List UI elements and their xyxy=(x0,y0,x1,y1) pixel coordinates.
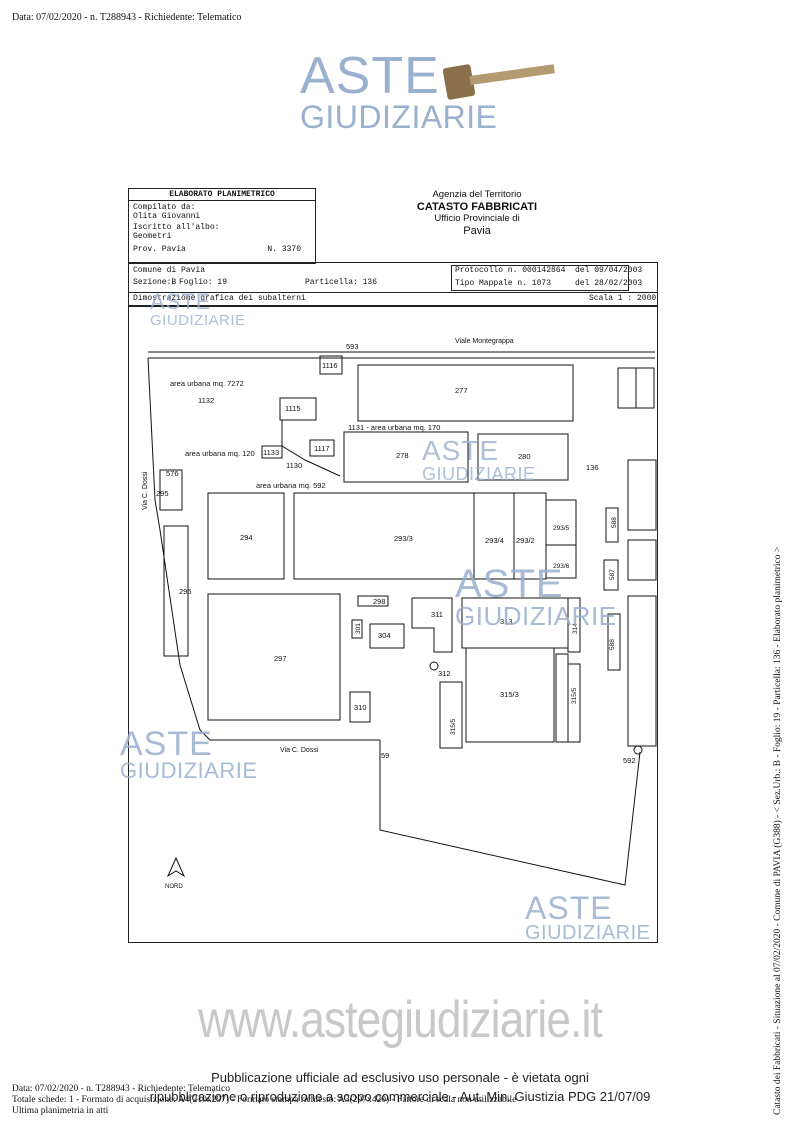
north-label: NORD xyxy=(165,884,183,890)
watermark-line2: GIUDIZIARIE xyxy=(150,311,246,329)
watermark-logo-4: ASTE GIUDIZIARIE xyxy=(455,562,617,631)
street-left: Via C. Dossi xyxy=(142,471,149,510)
watermark-line1: ASTE xyxy=(120,725,213,763)
notice-line2: ripubblicazione o riproduzione a scopo c… xyxy=(149,1089,651,1104)
label-294: 294 xyxy=(240,533,253,542)
label-592: 592 xyxy=(623,756,636,765)
label-587: 587 xyxy=(609,569,616,580)
label-278: 278 xyxy=(396,451,409,460)
scala: Scala 1 : 2000 xyxy=(589,294,657,303)
watermark-line2: GIUDIZIARIE xyxy=(422,463,536,484)
protocollo-date: del 09/04/2003 xyxy=(575,266,643,275)
watermark-line1: ASTE xyxy=(300,47,440,105)
particella: Particella: 136 xyxy=(305,278,378,287)
watermark-line2: GIUDIZIARIE xyxy=(525,922,651,945)
compiled-name: Olita Giovanni xyxy=(133,212,201,221)
register-number: N. 3370 xyxy=(267,245,301,254)
watermark-line1: ASTE xyxy=(525,890,613,926)
compiled-label: Compilato da: xyxy=(133,203,196,212)
register-value: Geometri xyxy=(133,232,172,241)
street-top: Viale Montegrappa xyxy=(455,338,514,345)
tipo-date: del 28/02/2003 xyxy=(575,279,643,288)
catasto: CATASTO FABBRICATI xyxy=(416,201,538,213)
watermark-logo-5: ASTE GIUDIZIARIE xyxy=(120,725,258,784)
watermark-line2: GIUDIZIARIE xyxy=(300,99,498,136)
watermark-logo-6: ASTE GIUDIZIARIE xyxy=(525,890,651,945)
tipo-mappale: Tipo Mappale n. 1073 xyxy=(455,279,552,288)
bottom-line2: Totale schede: 1 - Formato di acquisizio… xyxy=(12,1095,517,1105)
label-136: 136 xyxy=(586,463,599,472)
compiler-box: ELABORATO PLANIMETRICO Compilato da: Oli… xyxy=(128,188,316,264)
label-576: 576 xyxy=(166,469,179,478)
label-59: 59 xyxy=(381,751,389,760)
label-293-6: 293/6 xyxy=(553,563,570,570)
label-293-4: 293/4 xyxy=(485,536,504,545)
label-588a: 588 xyxy=(611,517,618,528)
label-313: 313 xyxy=(500,617,513,626)
label-593: 593 xyxy=(346,342,359,351)
street-bottom: Via C. Dossi xyxy=(280,747,319,754)
area-7272: area urbana mq. 7272 xyxy=(170,379,244,388)
dimostrazione: Dimostrazione grafica dei subalterni xyxy=(133,294,306,303)
label-293-3: 293/3 xyxy=(394,534,413,543)
top-info-line: Data: 07/02/2020 - n. T288943 - Richiede… xyxy=(12,12,242,23)
prov: Prov. Pavia xyxy=(133,245,186,254)
label-1133: 1133 xyxy=(263,448,279,457)
label-277: 277 xyxy=(455,386,468,395)
sezione: Sezione:B xyxy=(133,278,177,287)
area-170: 1131 - area urbana mq. 170 xyxy=(348,423,440,432)
label-280: 280 xyxy=(518,452,531,461)
watermark-line2: GIUDIZIARIE xyxy=(120,758,258,784)
label-301: 301 xyxy=(355,623,362,634)
watermark-line1: ASTE xyxy=(422,435,500,466)
label-295: 295 xyxy=(156,489,169,498)
bottom-line3: Ultima planimetria in atti xyxy=(12,1106,109,1116)
site-url: www.astegiudiziarie.it xyxy=(198,991,603,1049)
label-314: 314 xyxy=(572,623,579,634)
bottom-line1: Data: 07/02/2020 - n. T288943 - Richiede… xyxy=(12,1084,230,1094)
agency-block: Agenzia del Territorio CATASTO FABBRICAT… xyxy=(392,189,562,237)
map-frame xyxy=(128,305,658,943)
protocollo: Protocollo n. 000142864 xyxy=(455,266,566,275)
label-298: 298 xyxy=(373,597,386,606)
label-315-5a: 315/5 xyxy=(571,687,578,704)
notice-line1: Pubblicazione ufficiale ad esclusivo uso… xyxy=(211,1070,589,1085)
label-1116: 1116 xyxy=(322,361,338,370)
label-304: 304 xyxy=(378,631,391,640)
agency: Agenzia del Territorio xyxy=(432,189,522,200)
side-caption: Catasto dei Fabbricati - Situazione al 0… xyxy=(773,546,783,1115)
area-592: area urbana mq. 592 xyxy=(256,481,326,490)
label-312: 312 xyxy=(438,669,451,678)
label-293-5: 293/5 xyxy=(553,525,570,532)
label-1132: 1132 xyxy=(198,396,214,405)
cadastral-box: Comune di Pavia Sezione:B Foglio: 19 Par… xyxy=(128,262,658,307)
foglio: Foglio: 19 xyxy=(179,278,228,287)
comune: Comune di Pavia xyxy=(133,266,206,275)
gavel-icon xyxy=(442,64,555,100)
label-311: 311 xyxy=(431,610,443,619)
label-588b: 588 xyxy=(609,639,616,650)
watermark-line2: GIUDIZIARIE xyxy=(455,601,617,631)
header-title: ELABORATO PLANIMETRICO xyxy=(129,189,315,201)
label-297: 297 xyxy=(274,654,287,663)
watermark-line1: ASTE xyxy=(150,289,212,314)
register-label: Iscritto all'albo: xyxy=(133,223,220,232)
watermark-logo-3: ASTE GIUDIZIARIE xyxy=(422,435,536,484)
label-1117: 1117 xyxy=(314,444,330,453)
watermark-logo-2: ASTE GIUDIZIARIE xyxy=(150,289,246,329)
label-310: 310 xyxy=(354,703,367,712)
label-315-3: 315/3 xyxy=(500,690,519,699)
area-120: area urbana mq. 120 xyxy=(185,449,255,458)
watermark-line1: ASTE xyxy=(455,562,564,606)
label-315-5b: 315/5 xyxy=(450,718,457,735)
label-1130: 1130 xyxy=(286,461,302,470)
label-296: 296 xyxy=(179,587,192,596)
label-1115: 1115 xyxy=(285,404,301,413)
label-293-2: 293/2 xyxy=(516,536,535,545)
city: Pavia xyxy=(463,225,491,237)
office: Ufficio Provinciale di xyxy=(434,213,520,224)
watermark-logo-top: ASTE GIUDIZIARIE xyxy=(300,47,498,136)
